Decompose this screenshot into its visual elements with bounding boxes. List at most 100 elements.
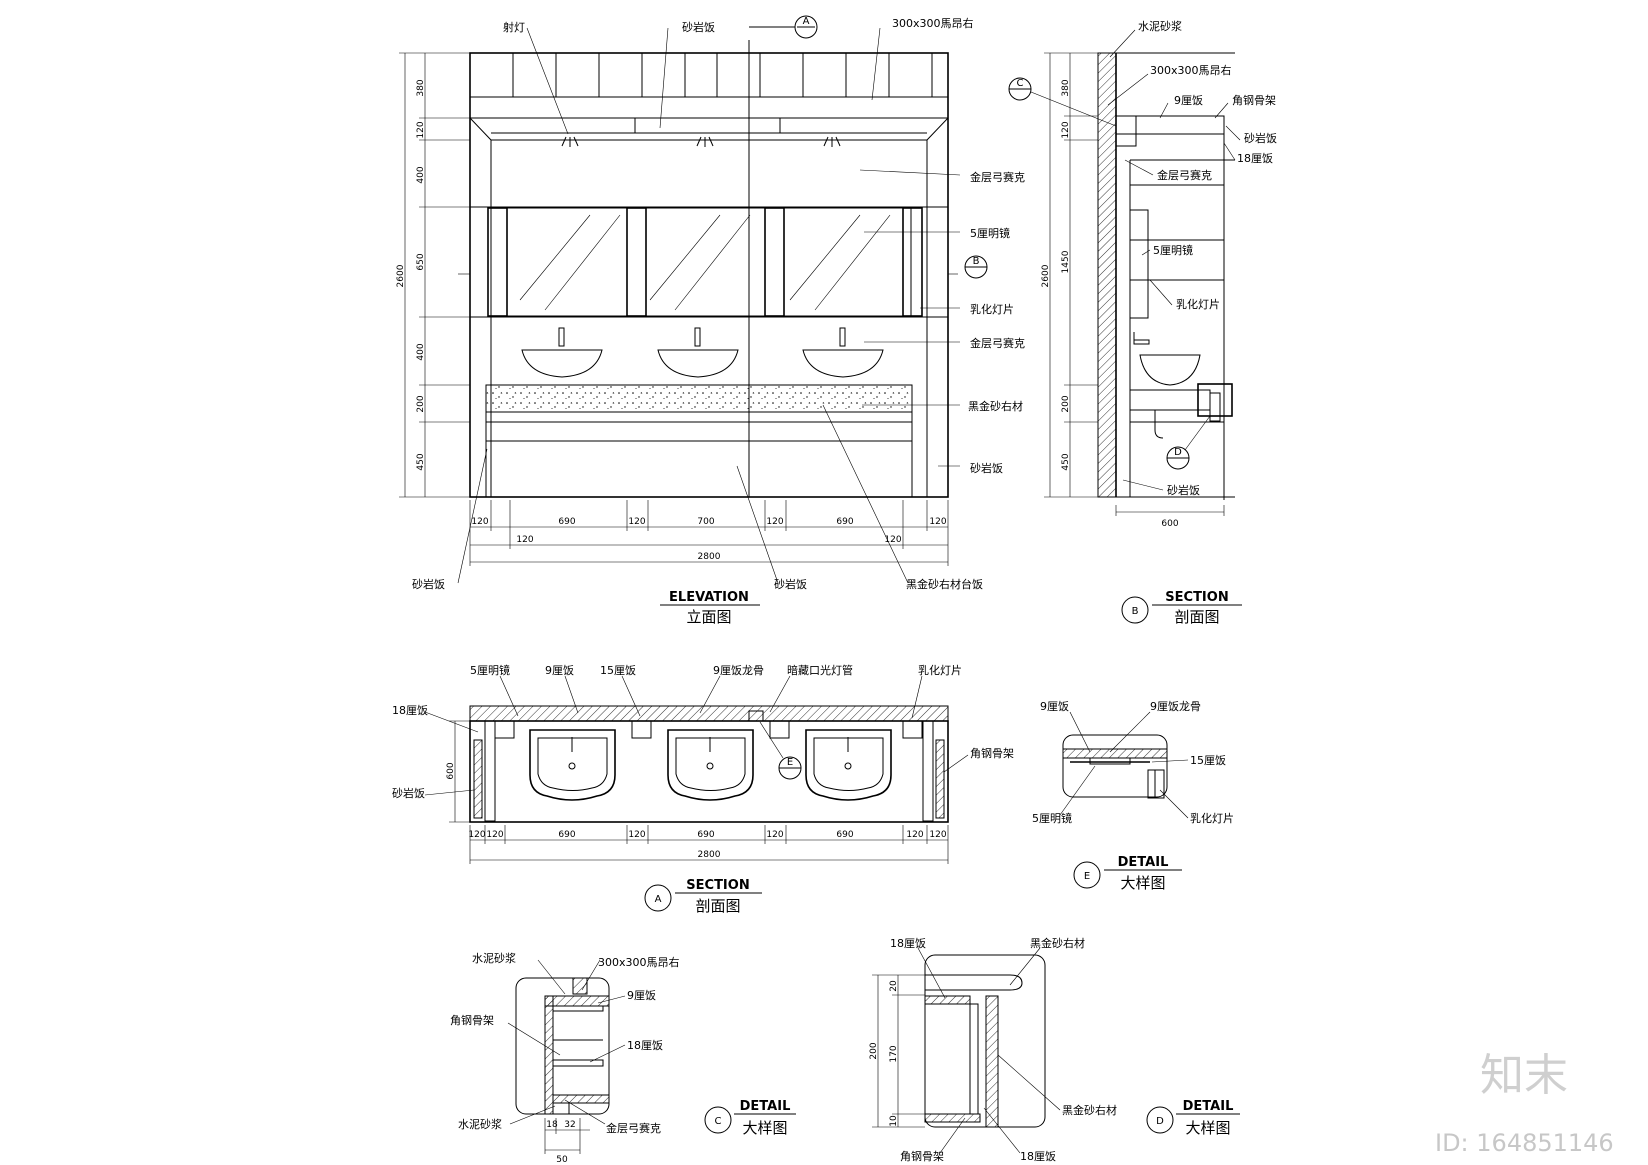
dim-120: 120 [628,830,645,840]
spotlight-icon [561,136,841,147]
dim-450: 450 [1061,453,1071,470]
dim-690: 690 [836,517,853,527]
watermark-id: ID: 164851146 [1435,1129,1614,1157]
label-angle-steel: 角钢骨架 [900,1150,944,1163]
label-board-9-keel: 9厘饭龙骨 [713,664,764,677]
label-board-18: 18厘饭 [1020,1150,1056,1163]
label-metal-mosaic: 金层弓赛克 [970,336,1025,350]
section-marker-a [794,15,818,39]
basin-icon [1139,354,1201,386]
title-bubble-d [1146,1106,1174,1134]
watermark-logo: 知末 [1480,1050,1568,1101]
detail-c-dimensions: 18 32 50 [544,1118,590,1165]
dim-2800: 2800 [698,552,721,562]
label-black-gold-stone: 黑金砂右材 [1062,1103,1117,1117]
elevation-outline [469,52,949,498]
section-a-dimensions: 600 120 120 690 120 690 120 690 120 120 … [446,720,949,864]
elevation-vertical-dimensions: 380 120 400 650 400 200 450 2600 [396,52,470,498]
dim-120: 120 [929,830,946,840]
dim-200: 200 [416,395,426,412]
label-opal-light: 乳化灯片 [1190,811,1234,825]
dim-380: 380 [1061,79,1071,96]
label-board-18: 18厘饭 [392,704,428,717]
detail-c-view: 18 32 50 水泥砂浆 300x300馬昂右 9厘饭 角钢骨架 18厘饭 水… [450,951,796,1165]
label-board-9: 9厘饭 [1040,700,1069,713]
dim-2600: 2600 [1041,264,1051,287]
dim-690: 690 [836,830,853,840]
dim-650: 650 [416,253,426,270]
detail-d-dimensions: 20 170 10 200 [869,974,925,1128]
light-box [494,710,923,739]
dim-120: 120 [766,830,783,840]
marker-b-label: B [973,256,980,267]
inner-panel [490,139,928,498]
detail-d-frame [924,954,1046,1128]
dim-120: 120 [516,535,533,545]
title-bubble-label: A [655,894,662,905]
label-spotlight: 射灯 [503,20,525,34]
label-angle-steel: 角钢骨架 [1232,94,1276,107]
elevation-view: A 380 120 400 650 400 200 450 2600 [396,15,1025,626]
dim-120: 120 [766,517,783,527]
elevation-horizontal-dimensions: 120 690 120 700 120 690 120 120 120 2800 [469,500,949,566]
label-mirror: 5厘明镜 [1153,243,1193,257]
label-mosaic-tile: 300x300馬昂右 [1150,63,1232,77]
dim-120: 120 [906,830,923,840]
section-a-title-en: SECTION [686,878,749,893]
label-board-9-keel: 9厘饭龙骨 [1150,700,1201,713]
title-bubble-label: B [1132,606,1139,617]
detail-c-title-en: DETAIL [740,1099,791,1114]
label-sandstone: 砂岩饭 [392,786,425,800]
label-opal-light: 乳化灯片 [1176,297,1220,311]
label-board-9: 9厘饭 [545,664,574,677]
label-sandstone: 砂岩饭 [774,577,807,591]
dim-690: 690 [558,517,575,527]
dim-18: 18 [546,1120,558,1130]
label-sandstone: 砂岩饭 [1167,483,1200,497]
label-sandstone: 砂岩饭 [682,20,715,34]
title-bubble-e [1073,861,1101,889]
wall-hatch [469,705,949,722]
label-board-15: 15厘饭 [1190,754,1226,767]
detail-e-title-cn: 大样图 [1120,874,1165,892]
label-board-18: 18厘饭 [1237,152,1273,165]
label-cement-mortar: 水泥砂浆 [472,951,516,965]
detail-e-frame [1062,734,1168,798]
dim-20: 20 [889,980,899,992]
black-gold-counter [485,384,913,413]
section-a-leaders [424,675,969,796]
label-opal-light: 乳化灯片 [918,663,962,677]
dim-600: 600 [446,762,456,779]
label-board-9: 9厘饭 [1174,94,1203,107]
label-counter-top: 黑金砂右材台饭 [906,577,983,591]
label-board-18: 18厘饭 [890,937,926,950]
dim-10: 10 [889,1115,899,1127]
dim-200: 200 [1061,395,1071,412]
label-board-18: 18厘饭 [627,1039,663,1052]
detail-d-title-cn: 大样图 [1185,1119,1230,1137]
detail-d-title-en: DETAIL [1183,1099,1234,1114]
label-cement-mortar: 水泥砂浆 [1138,19,1182,33]
section-marker-label: A [803,16,810,27]
label-black-gold-stone: 黑金砂右材 [1030,936,1085,950]
title-bubble-label: C [715,1116,722,1127]
dim-450: 450 [416,453,426,470]
dim-690: 690 [697,830,714,840]
dim-120: 120 [884,535,901,545]
detail-d-view: 20 170 10 200 18厘饭 黑金砂右材 黑金砂右材 角钢骨架 18厘饭… [869,936,1240,1163]
watermark: 知末 ID: 164851146 [1435,1050,1614,1157]
label-cement-mortar: 水泥砂浆 [458,1117,502,1131]
label-mirror: 5厘明镜 [970,226,1010,240]
dim-50: 50 [556,1155,568,1165]
dim-120: 120 [628,517,645,527]
label-hidden-light: 暗藏口光灯管 [787,663,853,677]
dim-600: 600 [1161,519,1178,529]
dim-120: 120 [1061,121,1071,138]
mirror-box [1129,209,1149,319]
elevation-title-cn: 立面图 [686,608,731,626]
opal-light-panels [487,207,923,317]
section-b-title-cn: 剖面图 [1174,608,1219,626]
label-metal-mosaic: 金层弓赛克 [1157,168,1212,182]
title-bubble-label: D [1156,1116,1164,1127]
